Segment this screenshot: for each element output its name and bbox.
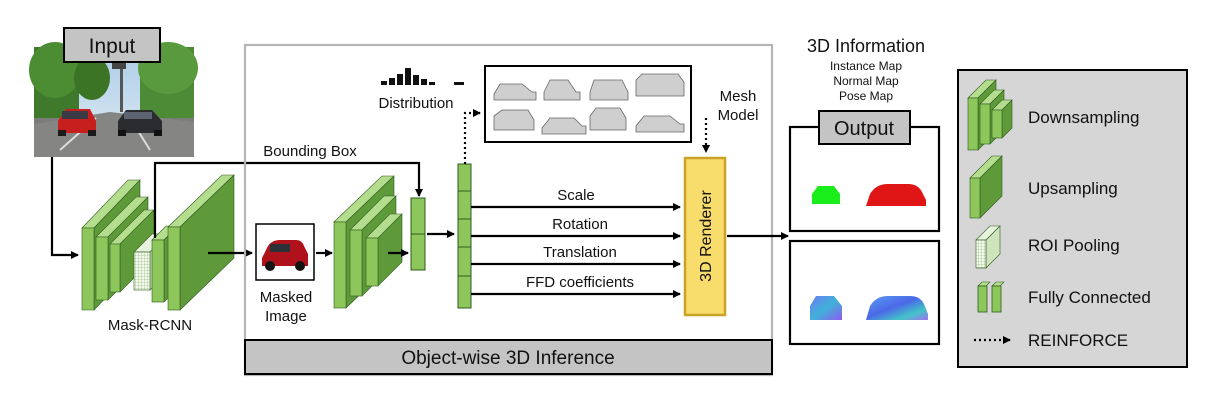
mask-rcnn-network (81, 174, 235, 311)
legend-roi-pooling: ROI Pooling (1028, 236, 1120, 255)
inference-label-box (244, 339, 773, 375)
info-item-normal: Normal Map (833, 74, 899, 88)
output-panel-bottom (788, 239, 941, 346)
roi-pooling-icon (975, 225, 1001, 269)
mesh-model-label-line1: Mesh (720, 88, 757, 105)
translation-label: Translation (543, 244, 617, 261)
input-label-box (63, 27, 161, 63)
scale-label: Scale (557, 187, 595, 204)
ffd-label: FFD coefficients (526, 274, 634, 291)
legend-reinforce: REINFORCE (1028, 331, 1128, 350)
mask-rcnn-label: Mask-RCNN (108, 317, 192, 334)
info-item-pose: Pose Map (839, 89, 893, 103)
masked-image (255, 223, 315, 281)
bounding-box-label: Bounding Box (263, 143, 357, 160)
renderer-block (683, 156, 727, 317)
input-label: Input (89, 35, 136, 58)
fully-connected-column-1 (410, 197, 426, 271)
mesh-car-shapes (493, 73, 685, 135)
downsampling-icon (967, 79, 1013, 151)
masked-image-label-line2: Image (265, 308, 307, 325)
downsampling-network (333, 175, 403, 309)
instance-map-preview (812, 184, 926, 206)
output-label: Output (834, 118, 894, 140)
fully-connected-column-2 (457, 163, 472, 309)
upsampling-icon (969, 155, 1003, 219)
legend-upsampling: Upsampling (1028, 179, 1118, 198)
distribution-histogram (381, 68, 464, 85)
info-item-instance: Instance Map (830, 59, 902, 73)
normal-map-preview (810, 296, 928, 320)
distribution-label: Distribution (378, 95, 453, 112)
rotation-label: Rotation (552, 216, 608, 233)
masked-image-label-line1: Masked (260, 289, 313, 306)
mesh-model-label-line2: Model (718, 107, 759, 124)
legend-fully-connected: Fully Connected (1028, 288, 1151, 307)
renderer-label: 3D Renderer (698, 190, 715, 282)
info-title: 3D Information (807, 36, 925, 56)
output-label-box (818, 110, 911, 145)
fully-connected-icon (977, 281, 1005, 313)
inference-label: Object-wise 3D Inference (401, 348, 614, 369)
legend-downsampling: Downsampling (1028, 108, 1140, 127)
